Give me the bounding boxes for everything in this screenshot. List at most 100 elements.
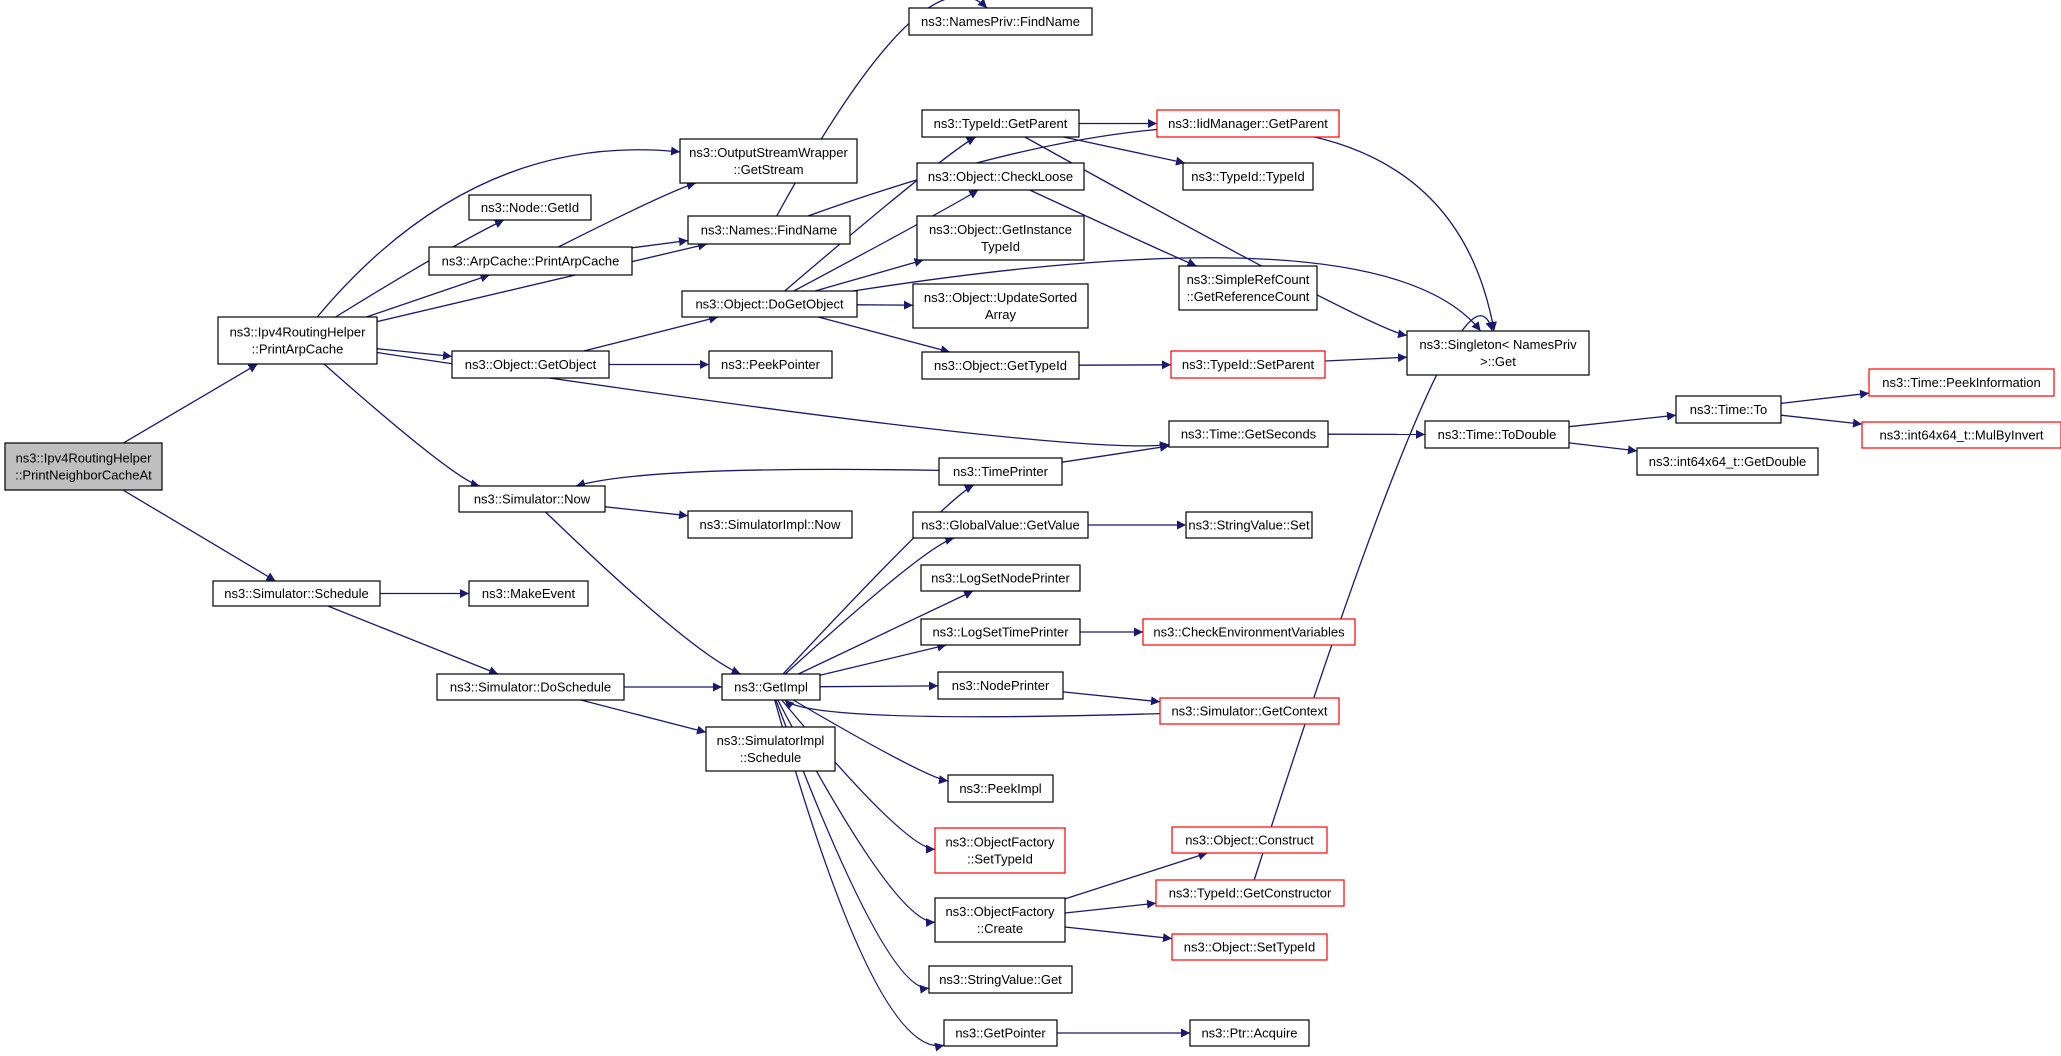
edges (122, 0, 1870, 1052)
node-nodePrinter[interactable]: ns3::NodePrinter (937, 671, 1064, 700)
edge-doSchedule-to-simImplSched (580, 699, 707, 735)
edge-simSchedule-to-doSchedule (327, 605, 499, 675)
node-box (4, 442, 163, 491)
node-label: ns3::Time::To (1690, 402, 1768, 417)
node-label: ns3::OutputStreamWrapper (689, 145, 848, 160)
edge-getImpl-to-logSetNode (798, 590, 974, 675)
node-box (920, 618, 1081, 646)
node-box (1155, 879, 1345, 907)
edge-simNow-to-getImpl (545, 511, 741, 675)
node-timeGetSeconds[interactable]: ns3::Time::GetSeconds (1168, 420, 1329, 448)
node-printArpCache[interactable]: ns3::Ipv4RoutingHelper::PrintArpCache (217, 316, 378, 365)
node-box (1170, 350, 1326, 379)
node-doGetObject[interactable]: ns3::Object::DoGetObject (681, 290, 858, 318)
node-objGetTypeId[interactable]: ns3::Object::GetTypeId (921, 351, 1080, 380)
node-logSetNode[interactable]: ns3::LogSetNodePrinter (920, 564, 1081, 592)
node-label: ns3::Singleton< NamesPriv (1419, 337, 1577, 352)
node-peekPointer[interactable]: ns3::PeekPointer (708, 350, 833, 379)
node-oswGetStream[interactable]: ns3::OutputStreamWrapper::GetStream (679, 138, 858, 184)
node-logSetTime[interactable]: ns3::LogSetTimePrinter (920, 618, 1081, 646)
node-simImplSched[interactable]: ns3::SimulatorImpl::Schedule (705, 726, 836, 772)
edge-doGetObject-to-checkLoose (793, 189, 979, 292)
node-simImplNow[interactable]: ns3::SimulatorImpl::Now (687, 510, 853, 539)
node-box (934, 827, 1066, 874)
node-box (451, 350, 610, 379)
node-box (916, 162, 1085, 191)
edge-doGetObject-to-typeGetParent (784, 136, 977, 292)
nodes: ns3::Ipv4RoutingHelper::PrintNeighborCac… (4, 7, 2061, 1047)
node-namesFind[interactable]: ns3::Names::FindName (687, 215, 851, 245)
node-label: ns3::NodePrinter (952, 678, 1050, 693)
node-iidGetParent[interactable]: ns3::IidManager::GetParent (1156, 109, 1340, 138)
node-label: ns3::Object::UpdateSorted (924, 290, 1077, 305)
node-getImpl[interactable]: ns3::GetImpl (721, 673, 821, 701)
node-box (468, 194, 592, 221)
node-label: ns3::Names::FindName (701, 223, 838, 238)
node-timePrinter[interactable]: ns3::TimePrinter (938, 457, 1063, 486)
node-label: ::Schedule (740, 750, 801, 765)
edge-checkLoose-to-simpleRef (1029, 189, 1197, 267)
edge-arpPrint-to-oswGetStream (558, 181, 697, 248)
node-ptrAcquire[interactable]: ns3::Ptr::Acquire (1189, 1019, 1310, 1047)
node-typeIdCtor[interactable]: ns3::TypeId::TypeId (1182, 162, 1314, 191)
node-svSet[interactable]: ns3::StringValue::Set (1185, 511, 1313, 539)
node-root[interactable]: ns3::Ipv4RoutingHelper::PrintNeighborCac… (4, 442, 163, 491)
node-label: ns3::Object::CheckLoose (928, 169, 1073, 184)
node-label: ::SetTypeId (967, 852, 1033, 867)
node-label: ns3::Object::Construct (1185, 833, 1314, 848)
node-timePeekInfo[interactable]: ns3::Time::PeekInformation (1868, 368, 2055, 397)
node-getPointer[interactable]: ns3::GetPointer (943, 1019, 1058, 1047)
edge-getImpl-to-svGet (775, 699, 930, 994)
edge-doGetObject-to-getInstTypeId (814, 258, 924, 292)
node-timeToDouble[interactable]: ns3::Time::ToDouble (1424, 420, 1570, 449)
node-ofCreate[interactable]: ns3::ObjectFactory::Create (934, 897, 1066, 943)
node-simSchedule[interactable]: ns3::Simulator::Schedule (212, 580, 381, 607)
node-simGetContext[interactable]: ns3::Simulator::GetContext (1159, 697, 1340, 725)
node-label: ns3::int64x64_t::GetDouble (1649, 454, 1807, 469)
edge-printArpCache-to-timeGetSeconds (376, 351, 1170, 451)
node-label: ns3::TypeId::GetConstructor (1169, 886, 1332, 901)
node-box (681, 290, 858, 318)
edge-getImpl-to-getPointer (774, 699, 945, 1052)
node-label: ns3::ArpCache::PrintArpCache (442, 254, 620, 269)
node-box (928, 965, 1073, 994)
node-box (921, 351, 1080, 380)
node-singletonGet[interactable]: ns3::Singleton< NamesPriv>::Get (1406, 330, 1590, 376)
node-timeTo[interactable]: ns3::Time::To (1675, 395, 1782, 424)
node-objConstruct[interactable]: ns3::Object::Construct (1171, 826, 1328, 854)
node-box (1182, 162, 1314, 191)
node-ofSetTypeId[interactable]: ns3::ObjectFactory::SetTypeId (934, 827, 1066, 874)
node-typeGetParent[interactable]: ns3::TypeId::GetParent (921, 109, 1080, 138)
node-checkLoose[interactable]: ns3::Object::CheckLoose (916, 162, 1085, 191)
node-label: >::Get (1480, 354, 1516, 369)
edge-arpPrint-to-namesFind (631, 237, 689, 249)
node-arpPrint[interactable]: ns3::ArpCache::PrintArpCache (428, 246, 633, 276)
node-checkEnv[interactable]: ns3::CheckEnvironmentVariables (1142, 618, 1356, 646)
node-box (937, 671, 1064, 700)
node-peekImpl[interactable]: ns3::PeekImpl (947, 774, 1054, 803)
node-simNow[interactable]: ns3::Simulator::Now (458, 485, 606, 513)
node-objGetObject[interactable]: ns3::Object::GetObject (451, 350, 610, 379)
node-gvGetValue[interactable]: ns3::GlobalValue::GetValue (912, 511, 1089, 539)
edge-printArpCache-to-simNow (323, 363, 480, 489)
edge-timePrinter-to-simNow (575, 468, 940, 488)
node-namesPrivFind[interactable]: ns3::NamesPriv::FindName (908, 7, 1093, 36)
node-svGet[interactable]: ns3::StringValue::Get (928, 965, 1073, 994)
node-label: ns3::ObjectFactory (945, 835, 1055, 850)
node-simpleRef[interactable]: ns3::SimpleRefCount::GetReferenceCount (1178, 265, 1318, 311)
edge-ofCreate-to-objSetTypeId (1064, 926, 1173, 943)
node-i64GetDouble[interactable]: ns3::int64x64_t::GetDouble (1636, 447, 1819, 476)
node-doSchedule[interactable]: ns3::Simulator::DoSchedule (436, 673, 625, 701)
node-objSetTypeId[interactable]: ns3::Object::SetTypeId (1171, 933, 1328, 961)
node-typeSetParent[interactable]: ns3::TypeId::SetParent (1170, 350, 1326, 379)
node-nodeGetId[interactable]: ns3::Node::GetId (468, 194, 592, 221)
node-typeGetCtor[interactable]: ns3::TypeId::GetConstructor (1155, 879, 1345, 907)
node-label: ::GetReferenceCount (1187, 289, 1310, 304)
node-box (705, 726, 836, 772)
edge-timePrinter-to-timeGetSeconds (1061, 442, 1170, 463)
node-label: ns3::int64x64_t::MulByInvert (1879, 428, 2043, 443)
node-i64MulByInvert[interactable]: ns3::int64x64_t::MulByInvert (1861, 421, 2061, 449)
node-makeEvent[interactable]: ns3::MakeEvent (468, 580, 589, 607)
